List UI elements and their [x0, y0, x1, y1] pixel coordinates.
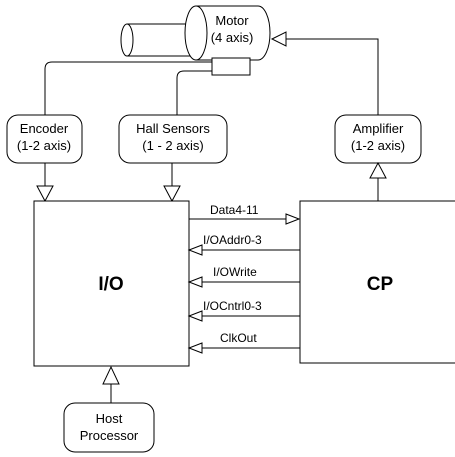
signal-ioaddr-label: I/OAddr0-3	[203, 233, 262, 247]
io-block: I/O	[33, 200, 190, 367]
signal-clkout: ClkOut	[187, 331, 300, 354]
amplifier-label-line2: (1-2 axis)	[351, 138, 405, 153]
hall-label-line1: Hall Sensors	[136, 121, 210, 136]
encoder-box: Encoder (1-2 axis)	[6, 114, 83, 164]
motor-shaft	[126, 23, 191, 57]
hall-to-io-arrow	[163, 185, 181, 203]
signal-data: Data4-11	[189, 203, 301, 225]
amplifier-label-line1: Amplifier	[353, 121, 404, 136]
host-to-io-arrow	[102, 365, 120, 385]
motor: Motor (4 axis)	[120, 5, 271, 76]
signal-clkout-label: ClkOut	[220, 331, 257, 345]
motor-connector	[211, 57, 251, 76]
motor-body	[195, 5, 271, 61]
hall-wire	[176, 70, 212, 115]
motor-input-arrow	[270, 31, 287, 47]
encoder-wire	[44, 61, 212, 115]
io-label: I/O	[98, 274, 123, 295]
hall-label-line2: (1 - 2 axis)	[142, 138, 203, 153]
signal-iocntrl-label: I/OCntrl0-3	[203, 299, 262, 313]
encoder-label-line1: Encoder	[20, 121, 69, 136]
signal-iowrite: I/OWrite	[187, 265, 300, 288]
signal-data-label: Data4-11	[210, 203, 259, 217]
amplifier-to-motor-line	[286, 38, 379, 115]
encoder-to-io-arrow	[36, 185, 54, 203]
cp-label: CP	[367, 274, 394, 295]
signal-iowrite-label: I/OWrite	[213, 265, 257, 279]
signal-iocntrl: I/OCntrl0-3	[187, 299, 300, 322]
hall-sensors-box: Hall Sensors (1 - 2 axis)	[118, 114, 228, 164]
encoder-label-line2: (1-2 axis)	[17, 138, 71, 153]
motor-shaft-end	[120, 23, 134, 57]
motor-body-front	[184, 5, 208, 61]
cp-block: CP	[299, 200, 455, 364]
amplifier-box: Amplifier (1-2 axis)	[334, 114, 422, 164]
host-label-line1: Host	[96, 411, 123, 426]
host-label-line2: Processor	[80, 428, 139, 443]
host-processor-box: Host Processor	[63, 402, 155, 453]
cp-to-amplifier-arrow	[369, 161, 387, 179]
motor-label-line2: (4 axis)	[211, 30, 254, 45]
signal-ioaddr: I/OAddr0-3	[187, 233, 300, 256]
motor-label-line1: Motor	[215, 13, 249, 28]
